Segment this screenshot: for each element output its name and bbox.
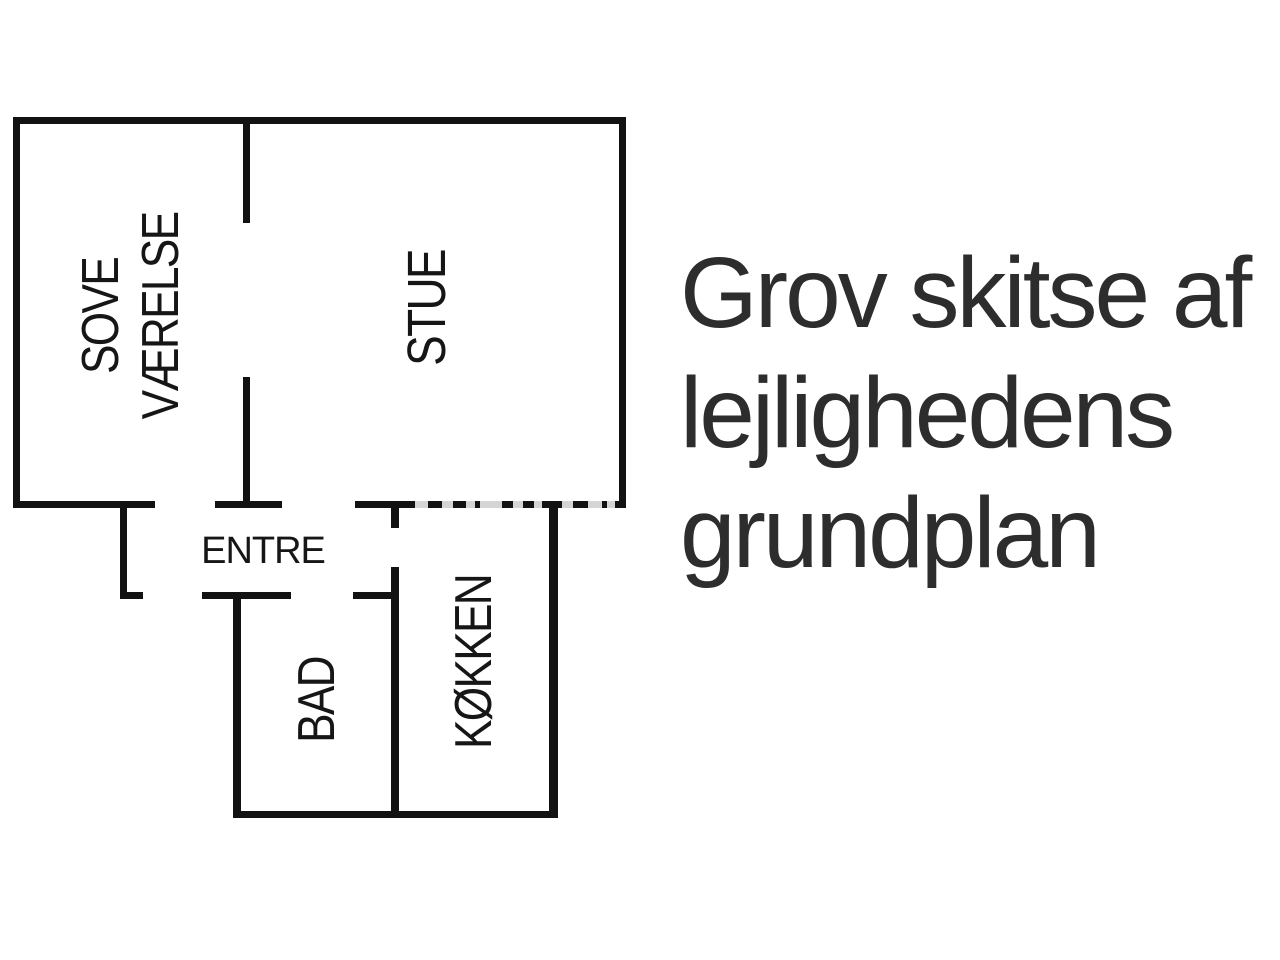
watermark-gap — [513, 501, 523, 508]
wall-kokken-door-jamb — [391, 501, 399, 528]
room-label-kokken: KØKKEN — [445, 574, 503, 750]
wall-sove-stue-divider-upper — [243, 117, 250, 223]
wall-bad-top-right — [353, 592, 398, 599]
room-label-sove-line1: SOVE — [72, 257, 130, 375]
wall-outer-top — [13, 117, 625, 124]
watermark-gap — [562, 501, 573, 508]
wall-kokken-right — [549, 501, 558, 818]
caption-line-2: lejlighedens — [680, 357, 1175, 469]
watermark-gap — [607, 501, 615, 508]
watermark-gap — [588, 501, 602, 508]
caption-line-3: grundplan — [680, 477, 1101, 589]
wall-bottom-sove — [13, 501, 155, 508]
wall-bottom-divider-cap — [215, 501, 282, 508]
watermark-gap — [415, 501, 428, 508]
room-label-bad: BAD — [288, 657, 346, 743]
watermark-gap — [466, 501, 475, 508]
watermark-gap — [534, 501, 542, 508]
wall-entre-left — [120, 501, 127, 598]
wall-sove-stue-divider-lower — [243, 377, 250, 508]
wall-outer-right — [619, 117, 626, 508]
wall-entre-left-foot — [120, 592, 143, 599]
wall-bad-left — [233, 592, 241, 818]
wall-outer-left — [13, 117, 20, 508]
room-label-entre: ENTRE — [201, 530, 326, 572]
caption-line-1: Grov skitse af — [680, 237, 1252, 349]
room-label-stue: STUE — [397, 250, 457, 366]
room-label-sovevaerelse: SOVE VÆRELSE — [71, 213, 191, 420]
room-label-sove-line2: VÆRELSE — [132, 212, 190, 420]
wall-bad-top-left — [202, 592, 291, 599]
wall-bad-kokken-bottom — [233, 811, 558, 818]
wall-bad-kokken-divider — [391, 567, 399, 818]
watermark-gap — [480, 501, 502, 508]
watermark-gap — [442, 501, 453, 508]
caption-text: Grov skitse af lejlighedens grundplan — [680, 233, 1252, 593]
